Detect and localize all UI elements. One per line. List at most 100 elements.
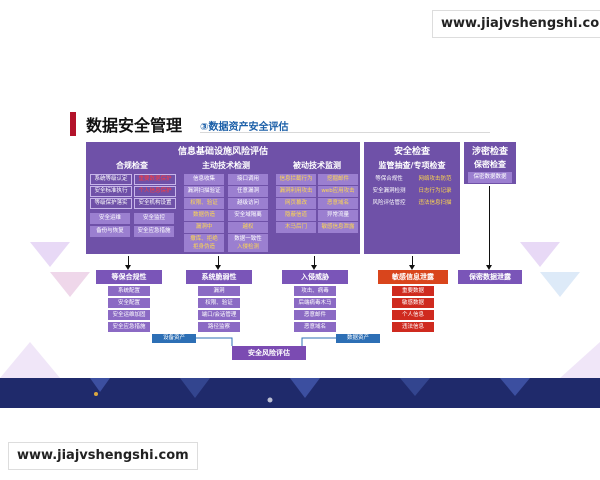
- result-compliance-title: 等保合规性: [96, 270, 162, 284]
- result-item: 权限、验证: [198, 298, 240, 308]
- arrow-down: [486, 186, 492, 270]
- data-asset-tag: 数据资产: [336, 334, 380, 343]
- slide-title: 数据安全管理: [86, 116, 183, 135]
- infra-item: web应用攻击: [318, 186, 358, 197]
- infra-item: 数据一致性: [228, 234, 268, 245]
- infra-item: 权限、验证: [184, 198, 224, 209]
- footer-decoration: [90, 378, 530, 403]
- infra-item: 等级保护落实: [90, 198, 132, 209]
- arrow-down: [409, 256, 415, 270]
- footer-tri: [500, 378, 530, 396]
- security-item: 日志行为记录: [418, 188, 452, 194]
- slide-subtitle: ③数据资产安全评估: [200, 122, 289, 133]
- result-item: 敏感数据: [392, 298, 434, 308]
- footer-dot: [94, 392, 98, 396]
- flow-connectors: [196, 337, 336, 346]
- security-item: 等保合规性: [375, 176, 403, 182]
- result-item: 安全应急措施: [108, 322, 150, 332]
- bg-tri-3: [520, 242, 560, 267]
- infra-item: 信息拦截行为: [276, 174, 316, 185]
- result-intrusion-title: 入侵威胁: [282, 270, 348, 284]
- security-item: 违法信息扫描: [418, 200, 452, 206]
- footer-dot: [267, 397, 273, 403]
- result-item: 后端病毒木马: [294, 298, 336, 308]
- result-item: 恶意域名: [294, 322, 336, 332]
- result-sensitive-leak-title: 敏感信息泄露: [378, 270, 448, 284]
- infra-item: 安全标准执行: [90, 186, 132, 197]
- result-item: 安全配置: [108, 298, 150, 308]
- arrow-down: [125, 256, 131, 270]
- infra-item: 系统等级认定: [90, 174, 132, 185]
- secret-item: 保密数据数据: [468, 172, 512, 183]
- result-vulnerability-title: 系统脆弱性: [186, 270, 252, 284]
- infra-item: 漏洞中: [184, 222, 224, 233]
- title-divider: [200, 132, 490, 133]
- infra-item: 木马后门: [276, 222, 316, 233]
- infra-item: 备份与恢复: [90, 226, 130, 237]
- infra-item: 个人信息保护: [134, 186, 176, 197]
- infra-item: 越级访问: [228, 198, 268, 209]
- infra-item: 安全机构设置: [134, 198, 176, 209]
- secret-check-subtitle: 保密检查: [474, 160, 506, 169]
- background-triangles: [0, 242, 600, 378]
- infra-item: 越权: [228, 222, 268, 233]
- infra-item: 撒库、拒绝: [184, 234, 224, 245]
- result-item: 端口/会话管理: [198, 310, 240, 320]
- footer-tri: [180, 378, 210, 398]
- connector-left: [196, 337, 233, 346]
- bg-tri-5: [0, 342, 60, 378]
- bg-tri-6: [560, 342, 600, 378]
- infra-col-active-title: 主动技术检测: [202, 161, 250, 170]
- footer-tri: [290, 378, 320, 398]
- security-check-panel: 安全检查 监管抽查/专项检查 等保合规性 网络攻击防范 安全漏洞检测 日志行为记…: [364, 142, 460, 254]
- device-asset-tag: 设备资产: [152, 334, 196, 343]
- result-item: 安全运维加固: [108, 310, 150, 320]
- security-check-subtitle: 监管抽查/专项检查: [378, 161, 446, 170]
- security-check-title: 安全检查: [393, 147, 430, 157]
- infra-item: 安全监控: [134, 213, 174, 224]
- infra-item: 网页篡改: [276, 198, 316, 209]
- infra-item: 漏洞扫描验证: [184, 186, 224, 197]
- bg-tri-4: [540, 272, 580, 297]
- connector-right: [301, 337, 336, 346]
- infra-item: 入侵检测: [228, 243, 268, 252]
- infra-item: 重要数据保护: [134, 174, 176, 185]
- result-item: 重要数据: [392, 286, 434, 296]
- result-item: 漏洞: [198, 286, 240, 296]
- risk-assessment-box: 安全风险评估: [232, 346, 306, 360]
- secret-check-panel: 涉密检查 保密检查 保密数据数据: [464, 142, 516, 184]
- security-item: 网络攻击防范: [418, 176, 452, 182]
- infra-item: 漏洞利用攻击: [276, 186, 316, 197]
- result-item: 系统配置: [108, 286, 150, 296]
- result-item: 违法信息: [392, 322, 434, 332]
- infra-item: 安全应急措施: [134, 226, 174, 237]
- infra-item: 挖掘邮件: [318, 174, 358, 185]
- result-item: 攻击、病毒: [294, 286, 336, 296]
- infra-col-passive-title: 被动技术监测: [293, 161, 341, 170]
- infra-item: 任意漏洞: [228, 186, 268, 197]
- infra-item: 数据伪造: [184, 210, 224, 221]
- secret-check-title: 涉密检查: [471, 147, 508, 157]
- infra-panel-title: 信息基础设施风险评估: [177, 147, 268, 157]
- footer-tri: [400, 378, 430, 396]
- footer-band: [0, 378, 600, 408]
- infra-col-compliance-title: 合规检查: [116, 161, 148, 170]
- watermark-bottom: www.jiajvshengshi.com: [8, 442, 198, 470]
- security-item: 风险评估管控: [372, 200, 406, 206]
- infra-item: 拒身伪造: [184, 243, 224, 252]
- bg-tri-2: [50, 272, 90, 297]
- watermark-top: www.jiajvshengshi.com: [432, 10, 600, 38]
- infra-item: 敏感信息泄露: [318, 222, 358, 233]
- infra-item: 安全域隔离: [228, 210, 268, 221]
- infra-panel: 信息基础设施风险评估 合规检查 主动技术检测 被动技术监测 系统等级认定 重要数…: [86, 142, 360, 254]
- infra-item: 接口调用: [228, 174, 268, 185]
- result-item: 恶意邮件: [294, 310, 336, 320]
- slide: 数据安全管理 ③数据资产安全评估 信息基础设施风险评估 合规检查 主动技术检测 …: [0, 92, 600, 408]
- arrow-down: [215, 256, 221, 270]
- bg-tri-1: [30, 242, 70, 267]
- infra-item: 信息收集: [184, 174, 224, 185]
- infra-item: 安全运维: [90, 213, 130, 224]
- infra-item: 异常流量: [318, 210, 358, 221]
- security-item: 安全漏洞检测: [372, 188, 406, 194]
- infra-item: 恶意域名: [318, 198, 358, 209]
